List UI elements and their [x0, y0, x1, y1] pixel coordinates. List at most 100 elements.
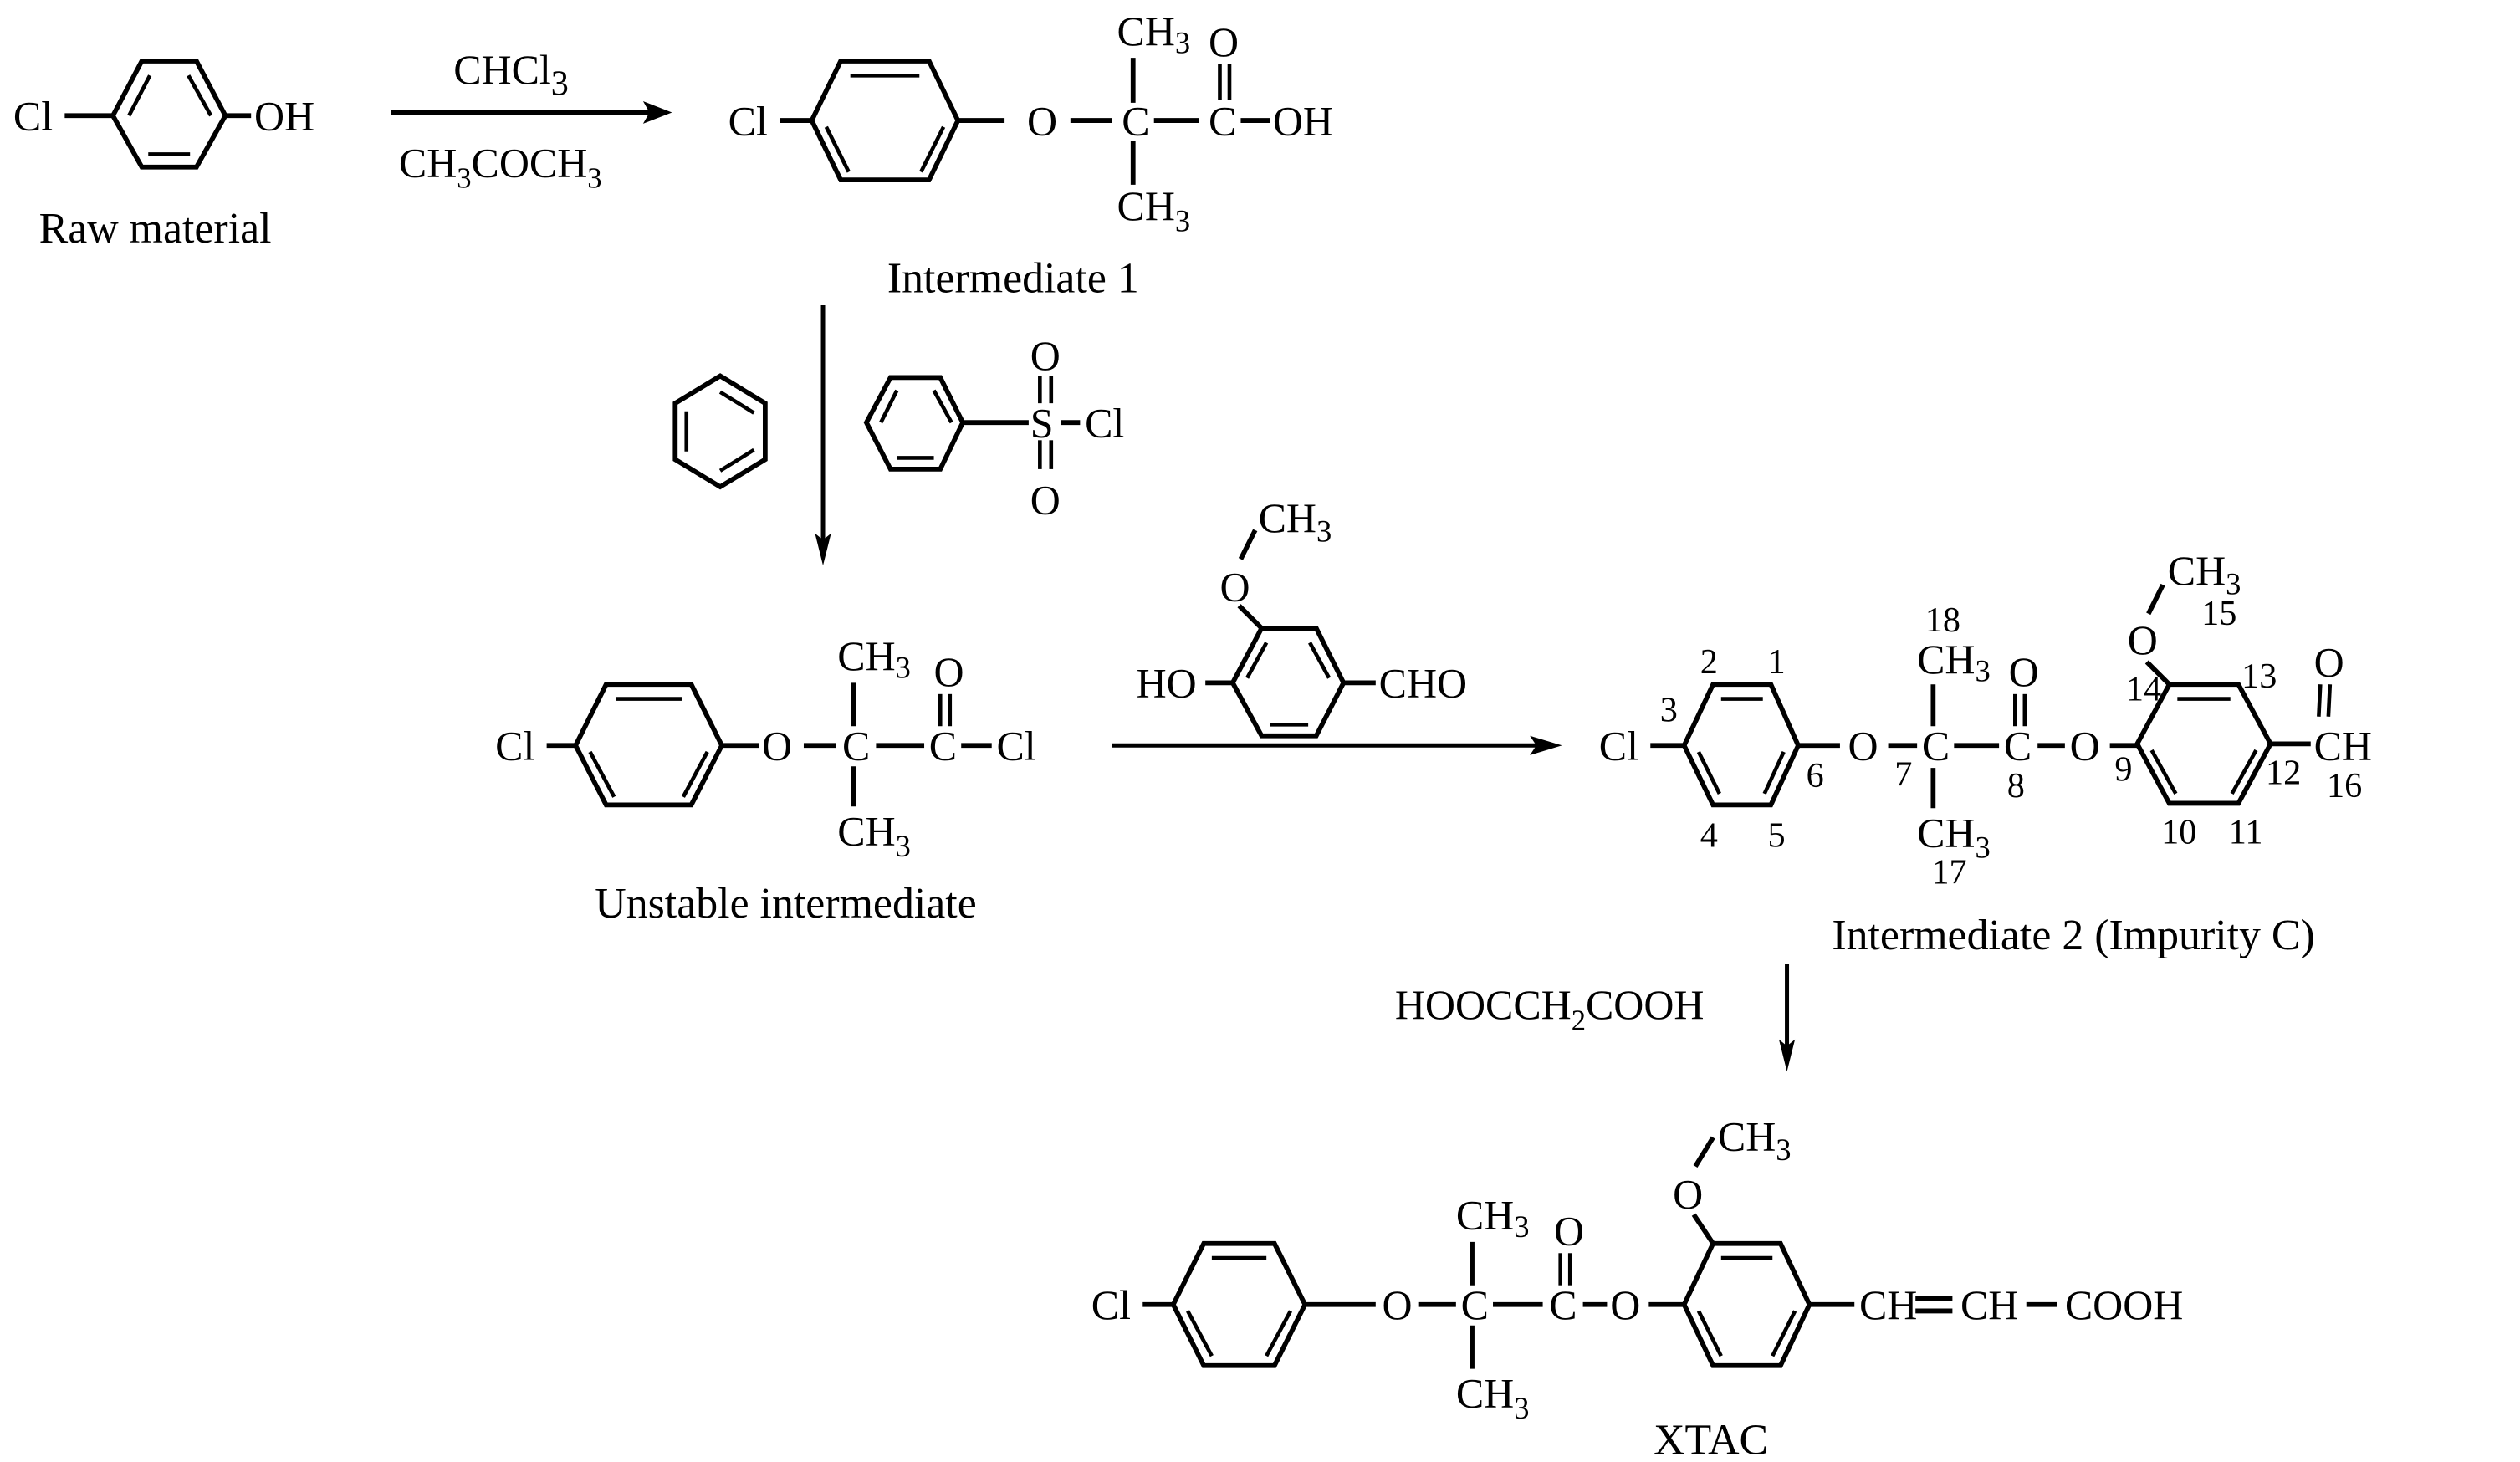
group-ch3-top: CH3: [1456, 1191, 1530, 1244]
atom-o: O: [1382, 1281, 1412, 1328]
atom-c: C: [1549, 1281, 1577, 1328]
compound-label: XTAC: [1654, 1416, 1768, 1462]
reaction-arrow-step3: [1112, 735, 1562, 755]
atom-number: 1: [1767, 642, 1785, 682]
atom-o-carbonyl: O: [2009, 648, 2039, 695]
intermediate-2-structure: Cl 2 1 3 6 4 5 O C 7 CH3 18 CH3 17 C 8 O…: [1599, 547, 2372, 959]
atom-number: 18: [1925, 601, 1960, 640]
double-bond: [2317, 684, 2323, 717]
atom-cl: Cl: [13, 93, 53, 140]
double-bond: [1265, 1310, 1293, 1357]
atom-number: 12: [2266, 753, 2301, 792]
bond: [1238, 529, 1258, 560]
group-ch3-bottom: CH3: [1117, 182, 1191, 238]
atom-c: C: [1122, 97, 1149, 144]
arrow-head-icon: [1778, 1039, 1796, 1072]
atom-c: C: [929, 723, 957, 769]
reagent-acetone: CH3COCH3: [399, 139, 602, 194]
atom-o-methoxy: O: [2128, 616, 2158, 663]
arrow-head-icon: [1530, 735, 1562, 755]
group-ch-a: CH: [1859, 1281, 1917, 1328]
atom-o-aldehyde: O: [2314, 639, 2344, 686]
double-bond: [681, 750, 709, 798]
bond: [1693, 1136, 1715, 1168]
atom-number: 8: [2007, 766, 2025, 805]
benzene-ring-icon: [1229, 626, 1347, 739]
double-bond: [1186, 1310, 1214, 1357]
double-bond: [588, 750, 616, 798]
atom-cl: Cl: [728, 97, 768, 144]
double-bond: [127, 74, 152, 117]
benzene-reagent: [672, 373, 768, 490]
benzene-ring-icon: [672, 373, 768, 490]
raw-material-structure: Cl OH Raw material: [13, 59, 314, 253]
group-cho: CHO: [1379, 660, 1467, 707]
atom-oh: OH: [254, 93, 314, 140]
atom-number: 6: [1807, 756, 1824, 795]
double-bond: [718, 447, 755, 473]
atom-c: C: [1209, 97, 1236, 144]
atom-c7: C: [1922, 723, 1950, 769]
group-ch-b: CH: [1960, 1281, 2018, 1328]
atom-cl: Cl: [1091, 1281, 1131, 1328]
group-cooh: COOH: [2065, 1281, 2184, 1328]
atom-cl: Cl: [1599, 723, 1638, 769]
atom-o: O: [1610, 1281, 1640, 1328]
atom-ho: HO: [1137, 660, 1197, 707]
intermediate-1-structure: Cl O C CH3 CH3 C O OH Intermediate 1: [728, 8, 1333, 303]
double-bond: [879, 389, 899, 424]
atom-number: 4: [1700, 815, 1718, 855]
group-ch3-bottom: CH3: [1456, 1370, 1530, 1425]
atom-o-carbonyl: O: [1554, 1208, 1584, 1255]
vanillin-reagent: HO CHO O CH3: [1137, 494, 1467, 739]
atom-number: 11: [2229, 812, 2263, 851]
atom-o-top: O: [1030, 332, 1061, 379]
double-bond: [2326, 684, 2333, 717]
double-bond: [718, 390, 755, 415]
atom-c: C: [1461, 1281, 1489, 1328]
reagent-malonic-acid: HOOCCH2COOH: [1395, 981, 1705, 1036]
reaction-arrow-step1: CHCl3 CH3COCH3: [391, 46, 672, 195]
atom-number: 9: [2114, 750, 2132, 790]
benzenesulfonyl-chloride-reagent: S Cl O O: [863, 332, 1124, 524]
benzene-ring-icon: [809, 59, 961, 183]
reaction-arrow-step4: HOOCCH2COOH: [1395, 964, 1796, 1072]
atom-o-carbonyl: O: [934, 648, 964, 695]
group-ch3-methoxy: CH3: [2168, 547, 2241, 601]
atom-number: 3: [1660, 690, 1678, 729]
double-bond: [1696, 1310, 1723, 1357]
double-bond: [1762, 751, 1786, 795]
double-bond: [1245, 642, 1269, 679]
atom-o: O: [1848, 723, 1878, 769]
double-bond: [1308, 642, 1332, 679]
double-bond: [1696, 750, 1721, 795]
arrow-head-icon: [815, 533, 831, 566]
atom-o: O: [2070, 723, 2100, 769]
group-ch-aldehyde: CH: [2314, 723, 2372, 769]
compound-label: Unstable intermediate: [595, 880, 976, 928]
double-bond: [824, 125, 851, 173]
xtac-structure: Cl O C CH3 CH3 C O O O CH3 CH CH: [1091, 1112, 2184, 1462]
group-ch3-bottom: CH3: [837, 807, 911, 862]
atom-s: S: [1030, 399, 1054, 446]
double-bond: [187, 74, 213, 117]
double-bond: [2230, 749, 2258, 795]
atom-o-carbonyl: O: [1209, 18, 1239, 65]
bond: [1237, 604, 1264, 631]
atom-oh: OH: [1273, 97, 1333, 144]
atom-number: 2: [1700, 642, 1718, 682]
reagent-chcl3: CHCl3: [453, 46, 569, 103]
atom-number: 13: [2241, 657, 2277, 696]
atom-o: O: [1219, 563, 1250, 610]
atom-c: C: [842, 723, 870, 769]
atom-number: 14: [2126, 670, 2161, 709]
double-bond: [1771, 1310, 1797, 1357]
benzene-ring-icon: [1681, 1240, 1812, 1368]
group-ch3-bottom: CH3: [1917, 809, 1991, 864]
atom-c8: C: [2004, 723, 2032, 769]
double-bond: [919, 125, 946, 173]
reaction-arrow-step2: [815, 304, 831, 566]
group-ch3-top: CH3: [837, 632, 911, 685]
benzene-ring-icon: [1681, 682, 1802, 808]
